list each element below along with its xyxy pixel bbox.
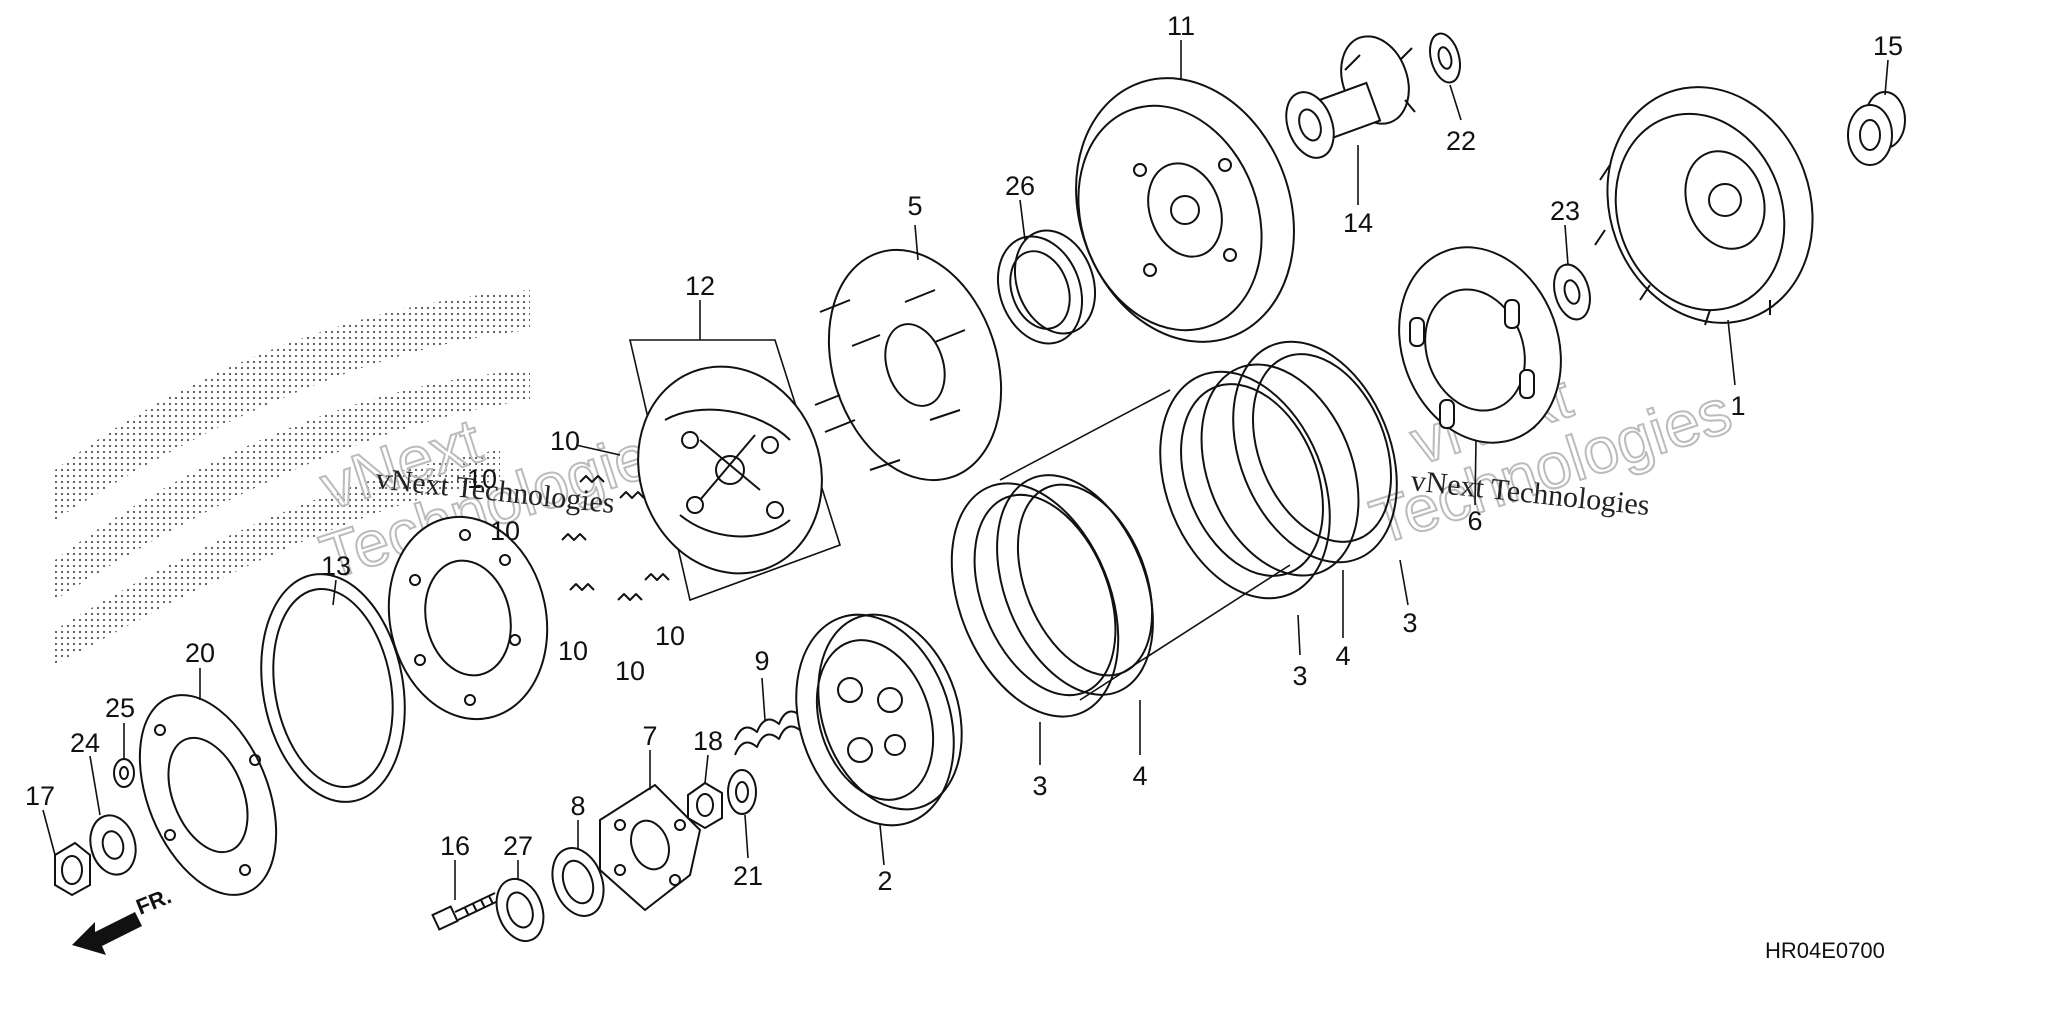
callout-25: 25 bbox=[105, 693, 135, 723]
callout-15: 15 bbox=[1873, 31, 1903, 61]
diagram-code: HR04E0700 bbox=[1765, 938, 1885, 963]
part-15-bushing bbox=[1847, 91, 1906, 166]
callout-6: 6 bbox=[1467, 506, 1482, 536]
callout-10: 10 bbox=[490, 516, 520, 546]
leader-lines bbox=[42, 40, 1889, 900]
callout-10: 10 bbox=[467, 464, 497, 494]
callout-10: 10 bbox=[615, 656, 645, 686]
callout-1: 1 bbox=[1730, 391, 1745, 421]
part-6-pressure-plate bbox=[1398, 246, 1562, 444]
fr-label: FR. bbox=[133, 883, 175, 919]
callout-14: 14 bbox=[1343, 208, 1373, 238]
part-8-seal bbox=[551, 847, 605, 917]
callout-8: 8 bbox=[570, 791, 585, 821]
part-20-plate bbox=[138, 694, 278, 896]
part-11-drive-drum bbox=[1075, 77, 1295, 343]
callout-21: 21 bbox=[733, 861, 763, 891]
part-1-clutch-outer bbox=[1594, 86, 1814, 326]
callout-23: 23 bbox=[1550, 196, 1580, 226]
callout-11: 11 bbox=[1167, 11, 1195, 41]
callout-27: 27 bbox=[503, 831, 533, 861]
callout-20: 20 bbox=[185, 638, 215, 668]
callout-10: 10 bbox=[655, 621, 685, 651]
part-17-nut bbox=[54, 841, 91, 897]
part-12-centrifugal-shoes bbox=[628, 339, 841, 602]
callout-16: 16 bbox=[440, 831, 470, 861]
drive-plate-disc bbox=[387, 515, 549, 721]
part-23-washer bbox=[1553, 263, 1591, 321]
callout-2: 2 bbox=[877, 866, 892, 896]
part-14-gear-shaft bbox=[1285, 35, 1416, 159]
callout-10: 10 bbox=[558, 636, 588, 666]
callout-12: 12 bbox=[685, 271, 715, 301]
part-16-bolt bbox=[431, 892, 499, 931]
part-10-springs bbox=[561, 475, 670, 601]
callout-24: 24 bbox=[70, 728, 100, 758]
callout-17: 17 bbox=[25, 781, 55, 811]
callout-3: 3 bbox=[1032, 771, 1047, 801]
part-27-bearing bbox=[495, 878, 545, 942]
clutch-plates-rear-set bbox=[1159, 340, 1398, 600]
callout-labels: 1 2 3 3 3 4 4 5 6 7 8 9 10 10 10 10 10 1… bbox=[25, 11, 1903, 896]
part-22-washer bbox=[1429, 32, 1461, 84]
part-18-nut bbox=[687, 781, 723, 830]
callout-22: 22 bbox=[1446, 126, 1476, 156]
part-25-nut bbox=[113, 758, 135, 788]
callout-26: 26 bbox=[1005, 171, 1035, 201]
part-21-washer bbox=[727, 769, 757, 815]
part-24-washer bbox=[89, 814, 137, 876]
callout-7: 7 bbox=[642, 721, 657, 751]
front-direction-arrow: FR. bbox=[72, 883, 175, 955]
callout-5: 5 bbox=[907, 191, 922, 221]
callout-3: 3 bbox=[1402, 608, 1417, 638]
callout-18: 18 bbox=[693, 726, 723, 756]
clutch-plates-front-set bbox=[950, 389, 1291, 718]
part-7-bracket bbox=[599, 783, 702, 912]
callout-13: 13 bbox=[321, 551, 351, 581]
callout-3: 3 bbox=[1292, 661, 1307, 691]
part-26-one-way-clutch bbox=[996, 229, 1097, 345]
part-13-gasket bbox=[260, 573, 406, 803]
part-5-drive-plate bbox=[814, 248, 1003, 482]
callout-9: 9 bbox=[754, 646, 769, 676]
callout-4: 4 bbox=[1335, 641, 1350, 671]
callout-4: 4 bbox=[1132, 761, 1147, 791]
callout-10: 10 bbox=[550, 426, 580, 456]
part-2-clutch-center bbox=[795, 613, 963, 827]
